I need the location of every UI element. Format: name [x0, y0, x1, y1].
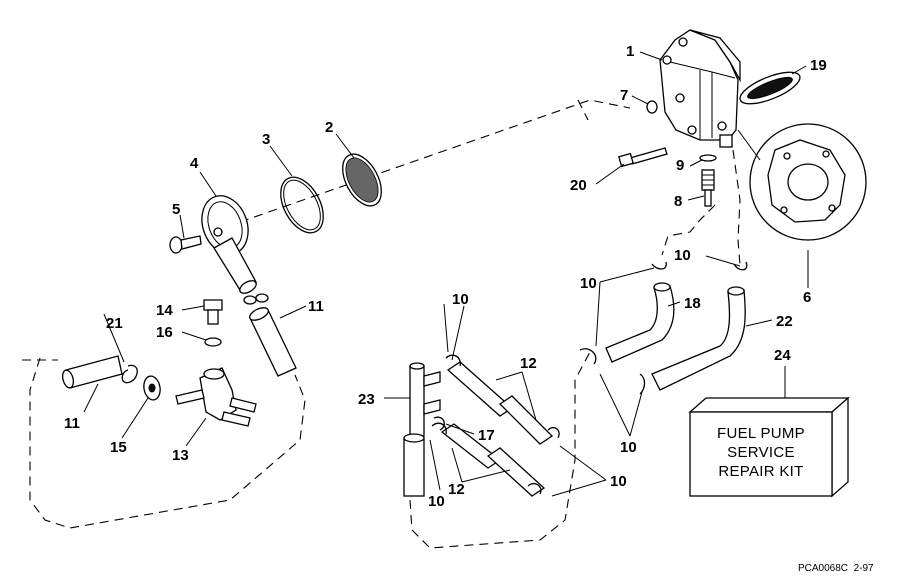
callout-4: 4: [190, 155, 199, 172]
callout-1: 1: [626, 43, 634, 60]
kit-label-line1: FUEL PUMP: [717, 425, 805, 442]
callout-12-a: 12: [520, 355, 537, 372]
washer-16: [204, 337, 222, 347]
callout-10-c: 10: [610, 473, 627, 490]
hoses-12: [440, 361, 554, 497]
callout-21: 21: [106, 315, 123, 332]
hose-11-upper: [249, 307, 297, 377]
callout-10-e: 10: [580, 275, 597, 292]
screen-disc-2: [342, 153, 382, 207]
o-ring-9: [699, 154, 717, 162]
o-ring-3: [280, 176, 324, 234]
callout-6: 6: [803, 289, 811, 306]
bolt-14: [203, 299, 223, 325]
callout-20: 20: [570, 177, 587, 194]
dashed-assembly-lines: [22, 99, 741, 549]
callout-23: 23: [358, 391, 375, 408]
callout-16: 16: [156, 324, 173, 341]
pump-cover-4: [201, 195, 257, 294]
bolt-20: [618, 147, 668, 168]
fuel-pump-body: [659, 29, 741, 148]
clip-21: [121, 364, 138, 384]
callout-5: 5: [172, 201, 180, 218]
callout-7: 7: [620, 87, 628, 104]
callout-24: 24: [774, 347, 791, 364]
washers-near-elbow: [243, 293, 269, 305]
washer-15: [143, 375, 161, 401]
callout-17: 17: [478, 427, 495, 444]
t-fitting-23: [409, 362, 441, 437]
callout-9: 9: [676, 157, 684, 174]
callout-8: 8: [674, 193, 682, 210]
hose-18: [605, 282, 675, 363]
fitting-8: [701, 169, 715, 207]
callout-11-lower: 11: [64, 415, 80, 432]
callout-2: 2: [325, 119, 333, 136]
callout-12-b: 12: [448, 481, 465, 498]
hose-22: [651, 286, 746, 391]
callout-19: 19: [810, 57, 827, 74]
screw-5: [169, 235, 202, 254]
repair-kit-label: FUEL PUMP SERVICE REPAIR KIT: [717, 425, 805, 480]
gasket-detail-6: [737, 123, 867, 241]
callout-numbers: 1 19 7 9 20 8 6 2 3 4 5 21 14 16 11 11 1…: [64, 43, 827, 510]
callout-10-a: 10: [452, 291, 469, 308]
kit-label-line3: REPAIR KIT: [718, 463, 803, 480]
callout-18: 18: [684, 295, 701, 312]
repair-kit-box-24: [688, 396, 850, 498]
clip-17: [433, 416, 445, 431]
kit-label-line2: SERVICE: [727, 444, 795, 461]
callout-10-b: 10: [428, 493, 445, 510]
leader-lines: [83, 51, 809, 497]
callout-13: 13: [172, 447, 189, 464]
callout-15: 15: [110, 439, 127, 456]
drawing-code: PCA0068C 2-97: [798, 563, 874, 574]
callout-11-upper: 11: [308, 298, 324, 315]
callout-10-f: 10: [674, 247, 691, 264]
fitting-13: [175, 367, 257, 427]
hose-vertical-lower: [403, 433, 425, 497]
callout-14: 14: [156, 302, 173, 319]
hose-clamps-10: [431, 261, 748, 495]
callout-10-d: 10: [620, 439, 637, 456]
callout-3: 3: [262, 131, 270, 148]
filter-screen-19: [739, 71, 801, 105]
callout-22: 22: [776, 313, 793, 330]
hose-11-lower: [61, 355, 123, 389]
o-ring-7: [646, 100, 658, 114]
